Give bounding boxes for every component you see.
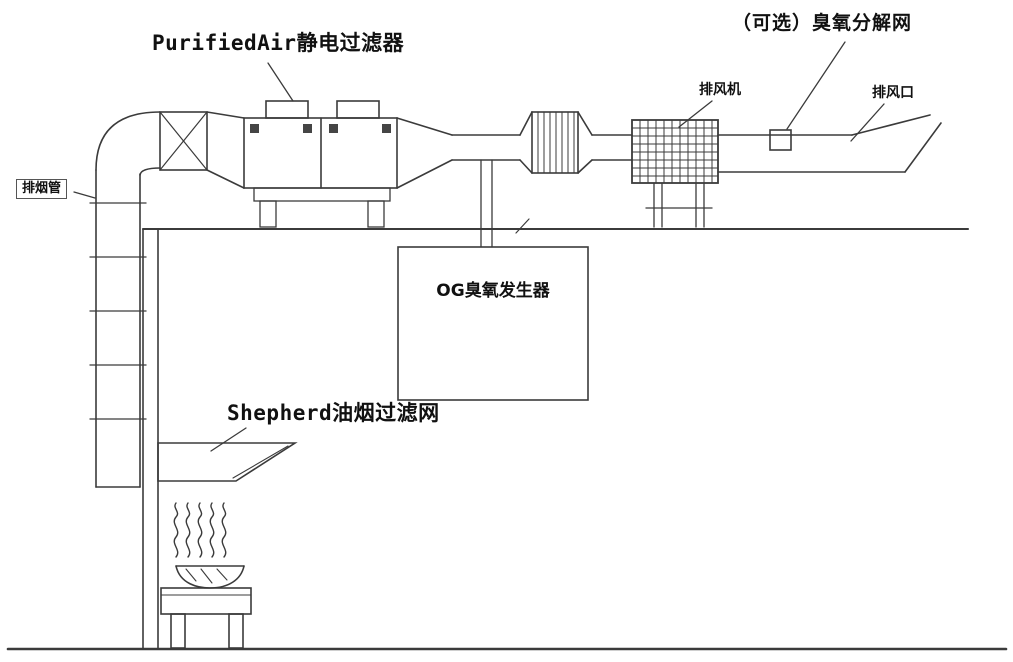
flex-joint-x xyxy=(159,111,208,171)
label-exhaust-fan: 排风机 xyxy=(699,82,741,98)
label-ozone-decomposition-net: （可选）臭氧分解网 xyxy=(732,12,913,34)
leader-smoke-pipe xyxy=(73,191,96,199)
ozone-feed-lines xyxy=(480,159,493,248)
range-hood xyxy=(157,442,298,482)
leader-exhaust-outlet xyxy=(850,103,885,142)
outlet-transition-cone xyxy=(396,117,521,189)
leader-lines xyxy=(73,41,885,452)
ceiling-line xyxy=(141,218,970,234)
canvas-connector xyxy=(519,111,633,174)
label-ozone-generator: OG臭氧发生器 xyxy=(436,281,550,301)
label-electrostatic-filter: PurifiedAir静电过滤器 xyxy=(152,31,405,55)
wall xyxy=(142,228,159,650)
exhaust-outlet-duct xyxy=(717,114,942,173)
leader-electrostatic-filter xyxy=(267,62,294,102)
electrostatic-filter-unit xyxy=(243,100,398,228)
label-smoke-exhaust-pipe: 排烟管 xyxy=(16,179,68,200)
exhaust-fan-grid xyxy=(631,119,719,228)
ozone-generator-box xyxy=(397,246,589,401)
stove xyxy=(160,565,252,649)
ozone-net-square xyxy=(769,129,792,151)
leader-exhaust-fan xyxy=(678,100,713,128)
smoke-lines xyxy=(173,502,227,558)
smoke-exhaust-duct xyxy=(89,169,147,488)
label-grease-filter-net: Shepherd油烟过滤网 xyxy=(227,401,440,425)
duct-elbow xyxy=(95,111,161,176)
leader-grease-filter xyxy=(210,427,247,452)
label-exhaust-outlet: 排风口 xyxy=(872,85,914,101)
inlet-transition-cone xyxy=(206,111,245,189)
leader-ozone-net xyxy=(786,41,846,130)
